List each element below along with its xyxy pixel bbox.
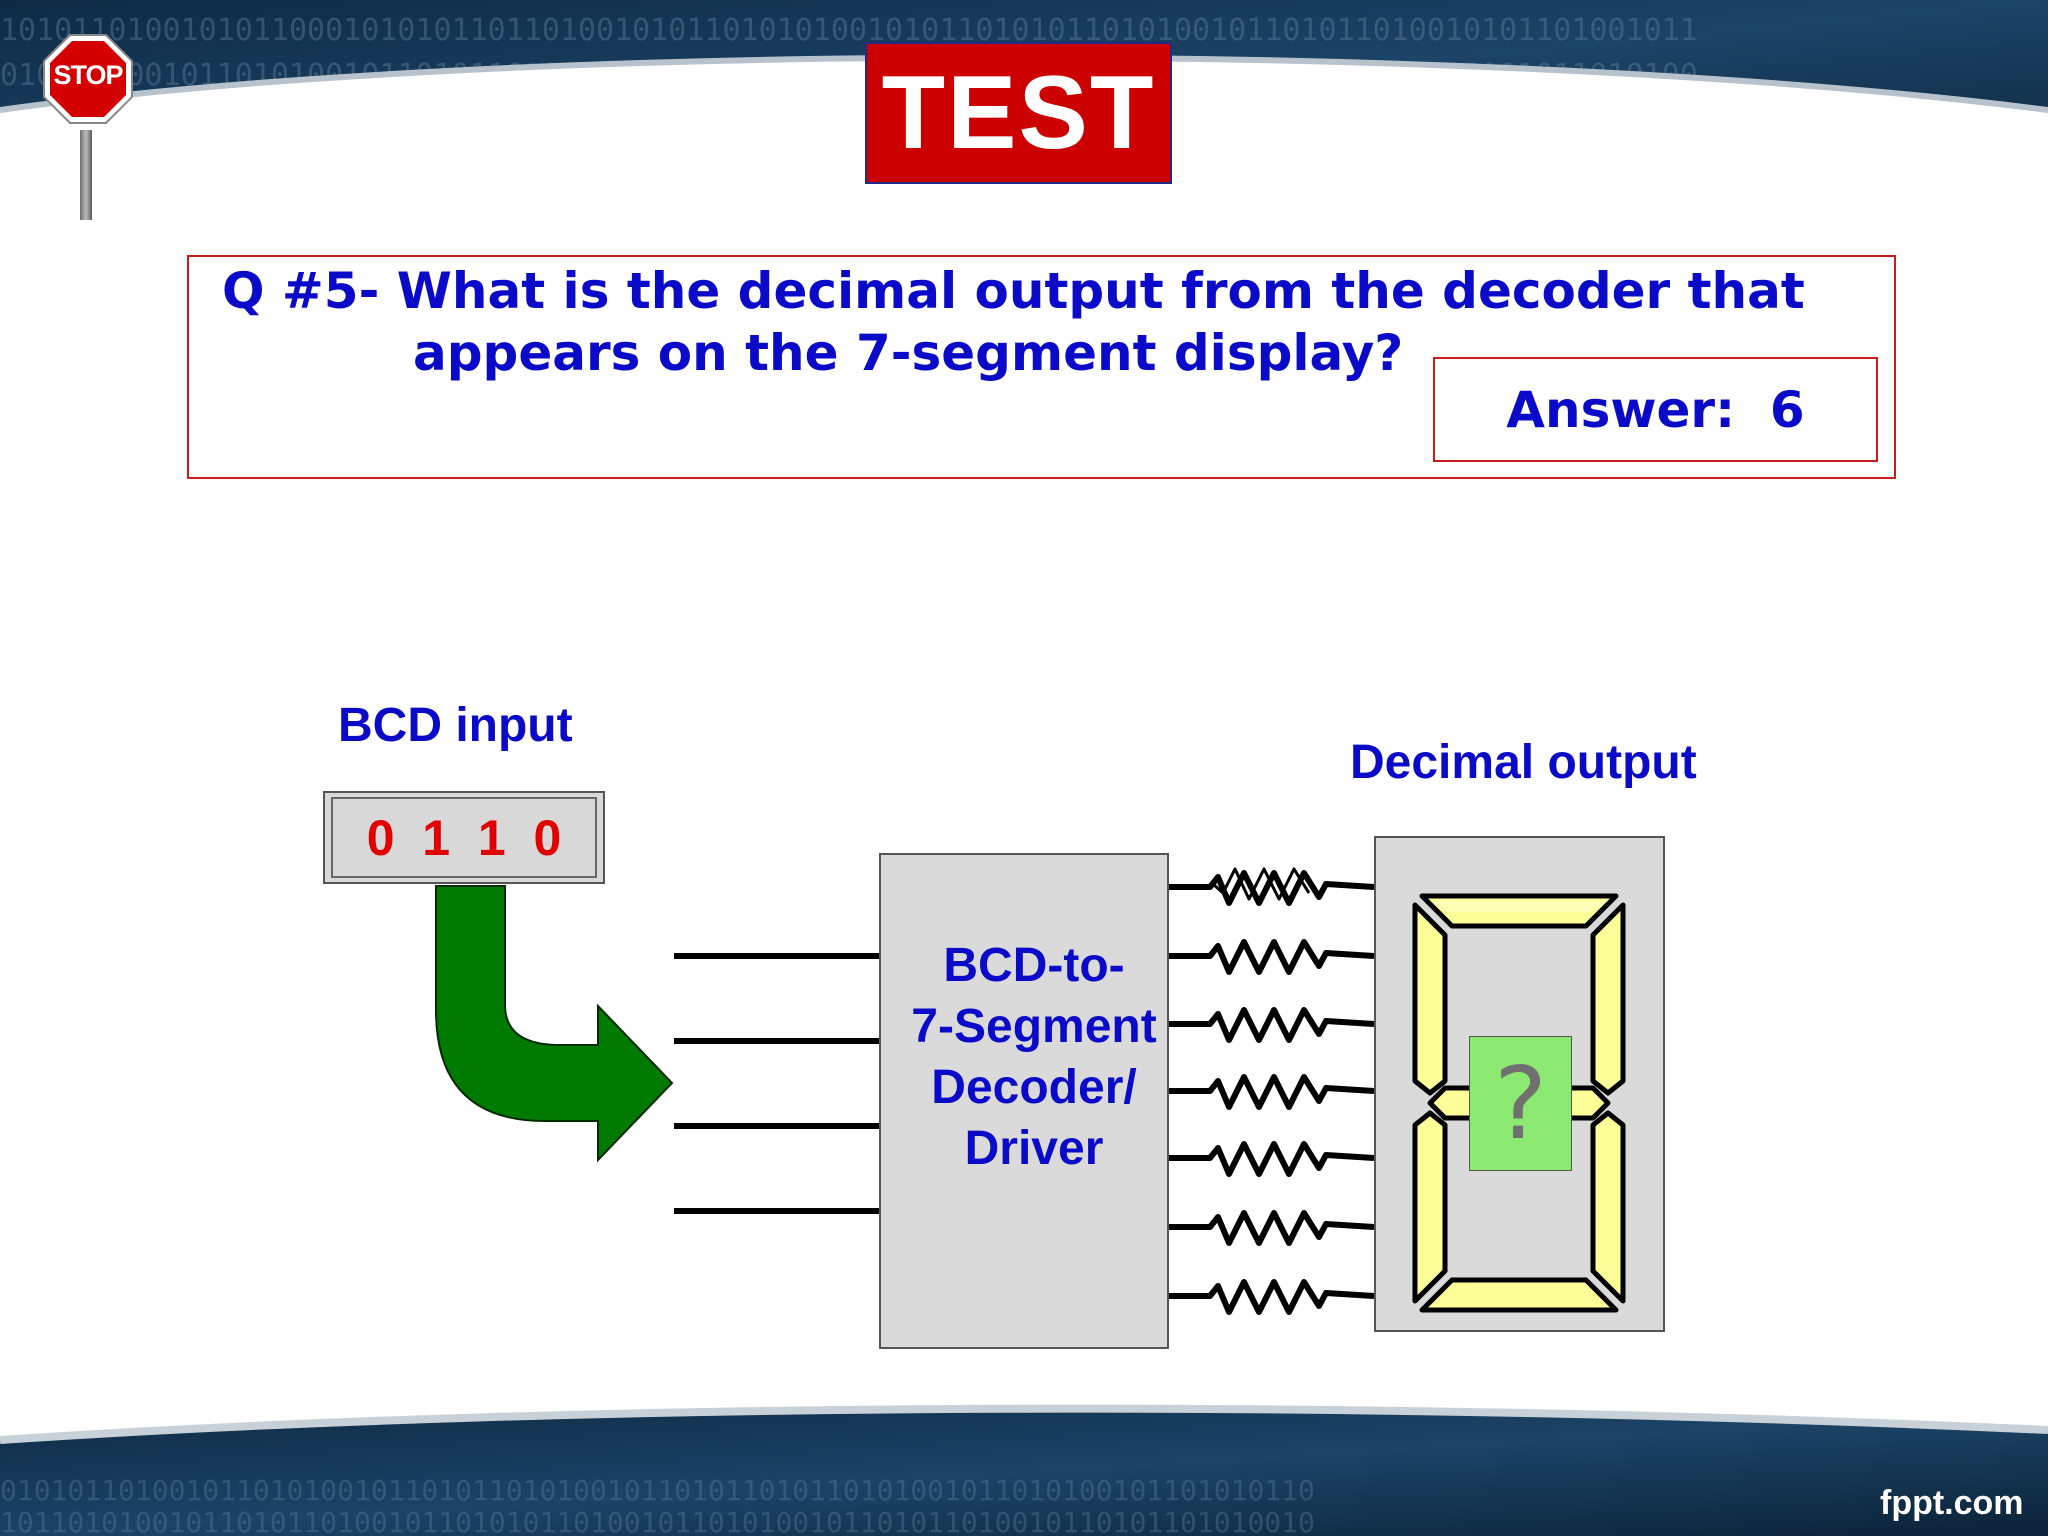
decoder-label-line: Decoder/: [931, 1061, 1137, 1114]
bcd-input-value: 0 1 1 0: [331, 797, 597, 878]
segment-f: [1412, 902, 1448, 1096]
decoder-label-line: Driver: [964, 1122, 1104, 1175]
decoder-block: [879, 853, 1169, 1349]
answer-box: Answer: 6: [1433, 357, 1878, 462]
resistor-line: [1169, 1007, 1375, 1043]
footer-brand: fppt.com: [1880, 1484, 2024, 1522]
decimal-output-label: Decimal output: [1350, 736, 1697, 789]
question-line-2: appears on the 7-segment display?: [413, 324, 1404, 382]
segment-e: [1412, 1110, 1448, 1304]
unknown-digit-placeholder: ?: [1469, 1036, 1572, 1171]
resistor-line: [1169, 1279, 1375, 1315]
resistor-line: [1169, 867, 1375, 906]
resistor-line: [1169, 1210, 1375, 1246]
segment-d: [1419, 1277, 1619, 1313]
bcd-input-label: BCD input: [338, 699, 573, 752]
decoder-label-line: 7-Segment: [911, 1000, 1157, 1053]
decoder-label-line: BCD-to-: [943, 939, 1125, 992]
bcd-input-frame: [323, 791, 605, 884]
resistor-line: [1169, 1141, 1375, 1177]
segment-b: [1590, 902, 1626, 1096]
question-box: [187, 255, 1896, 479]
svg-text:101101010010110101101001011010: 1011010100101101011010010110101011010010…: [0, 1506, 1315, 1536]
resistor-line: [1169, 939, 1375, 975]
resistor-line: [1169, 1074, 1375, 1110]
stop-sign-text: STOP: [53, 60, 123, 90]
svg-text:101011010010101100010101011011: 1010110100101011000101010110110100101011…: [0, 13, 1698, 48]
segment-c: [1590, 1110, 1626, 1304]
green-arrow-icon: [435, 885, 674, 1163]
decoder-label: BCD-to- 7-Segment Decoder/ Driver: [879, 935, 1189, 1179]
svg-text:010101101001011010100101101011: 0101011010010110101001011010110101001011…: [0, 1474, 1315, 1507]
question-line-1: Q #5- What is the decimal output from th…: [222, 262, 1805, 320]
page-title: TEST: [865, 42, 1172, 184]
